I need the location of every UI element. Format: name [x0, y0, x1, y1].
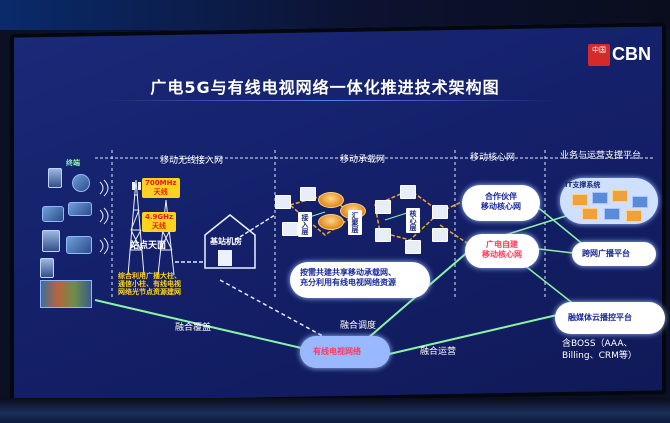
watch-icon	[72, 174, 90, 192]
room-label: 基站机房	[210, 237, 242, 246]
fusion-operation-label: 融合运营	[420, 347, 457, 357]
access-node-2	[282, 222, 298, 236]
section-bearer: 移动承载网	[340, 155, 386, 165]
diagram-title: 广电5G与有线电视网络一体化推进技术架构图	[150, 78, 500, 97]
agg-disk-2	[318, 214, 344, 230]
cable-network-cloud	[300, 336, 390, 368]
core-node-4	[405, 240, 421, 254]
core-node-1	[375, 200, 391, 214]
bearer-cloud	[290, 262, 430, 298]
core-node-5	[432, 205, 448, 219]
agg-disk-1	[318, 192, 344, 208]
base-station-room-icon	[204, 214, 256, 269]
bearer-cloud-note: 按需共建共享移动承载网、 充分利用有线电视网络资源	[300, 268, 396, 287]
core-node-3	[375, 228, 391, 242]
cable-network-label: 有线电视网络	[313, 347, 361, 356]
band-700-tag: 700MHz 天线	[142, 178, 180, 198]
cross-net-cloud	[572, 242, 656, 266]
it-box-3	[612, 190, 628, 202]
fusion-scheduling-label: 融合调度	[340, 321, 377, 331]
site-note: 综合利用广播大柱、 通信小柱、有线电视 网络光节点资源建网	[118, 272, 181, 296]
access-node-3	[300, 187, 316, 201]
access-node-1	[275, 195, 291, 209]
cloud-broadcast-cloud	[555, 302, 665, 334]
cloud-broadcast-label: 融媒体云播控平台	[568, 313, 632, 322]
tablet-icon	[42, 230, 60, 252]
bottom-bezel	[0, 398, 670, 423]
it-support-label: IT支撑系统	[565, 181, 601, 189]
vr-headset-icon	[42, 206, 64, 222]
own-core-label: 广电自建 移动核心网	[482, 240, 522, 259]
core-node-6	[432, 228, 448, 242]
cross-net-label: 跨网广播平台	[582, 249, 630, 258]
partner-core-cloud	[462, 185, 540, 221]
it-box-5	[582, 208, 598, 220]
it-box-6	[604, 208, 620, 220]
site-label: 站点天面	[130, 241, 167, 251]
it-box-2	[592, 192, 608, 204]
section-core: 移动核心网	[470, 153, 516, 163]
boss-note: 含BOSS（AAA、 Billing、CRM等）	[562, 339, 637, 361]
section-terminal: 终端	[66, 159, 80, 167]
title-underline	[100, 100, 560, 101]
tower-icon	[127, 179, 175, 276]
core-node-2	[400, 185, 416, 199]
section-wireless: 移动无线接入网	[160, 156, 224, 166]
own-core-cloud	[465, 234, 539, 268]
access-layer-tag: 接入层	[298, 212, 312, 237]
section-ops: 业务与运营支撑平台	[560, 151, 642, 161]
speaker-icon	[48, 168, 62, 188]
cbn-logo-text: CBN	[612, 44, 651, 64]
aggregation-layer-tag: 汇聚层	[348, 210, 362, 235]
it-box-7	[626, 210, 642, 222]
phone-icon	[40, 258, 54, 278]
car-icon	[68, 202, 92, 216]
fusion-coverage-label: 融合覆盖	[175, 323, 212, 333]
core-layer-tag: 核心层	[406, 208, 420, 233]
partner-core-label: 合作伙伴 移动核心网	[481, 192, 521, 211]
it-box-4	[632, 196, 648, 208]
tv-screen-image	[40, 280, 92, 308]
band-49-tag: 4.9GHz 天线	[142, 212, 177, 232]
laptop-icon	[66, 236, 92, 254]
it-box-1	[572, 194, 588, 206]
cbn-logo-mark: 中国	[588, 44, 610, 66]
